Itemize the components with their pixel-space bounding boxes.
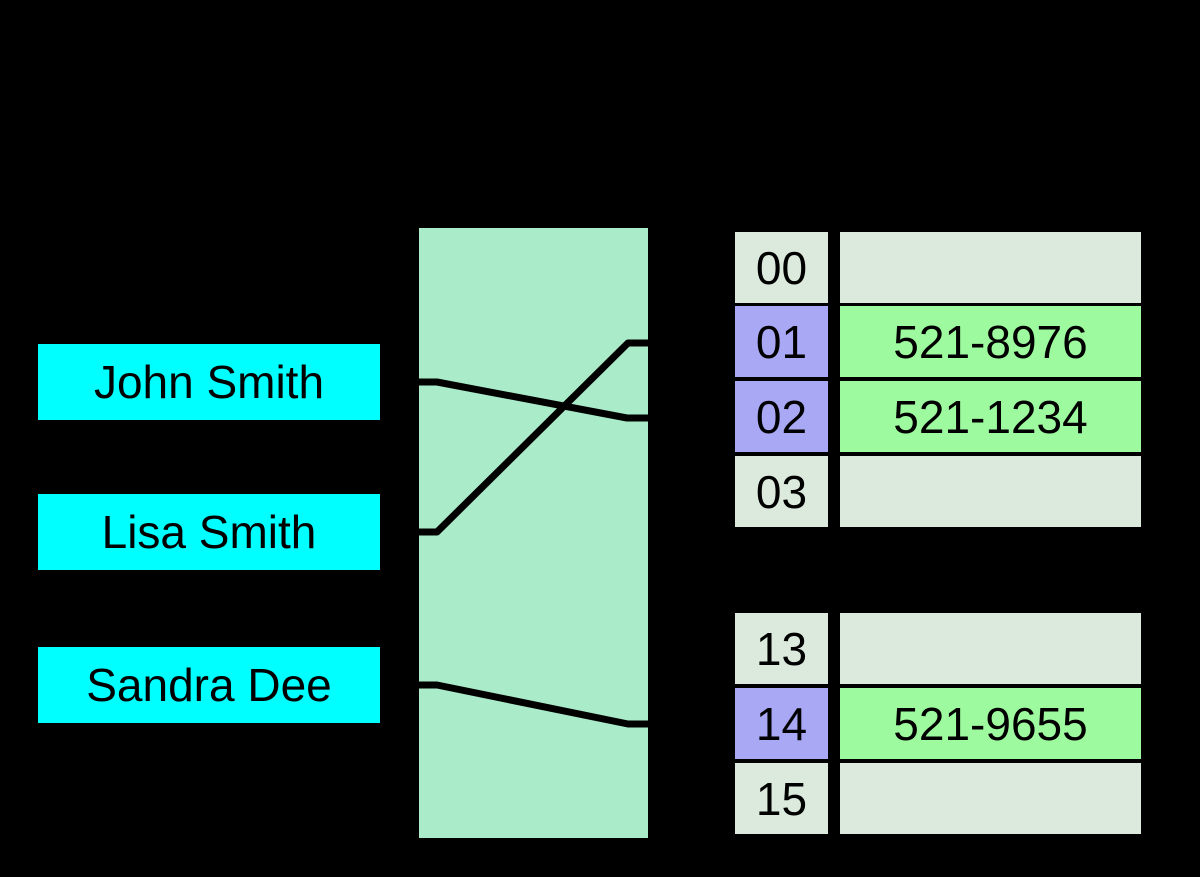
hash-function-box <box>419 228 648 838</box>
bucket-value-14: 521-9655 <box>840 688 1141 759</box>
bucket-index-label: 01 <box>755 315 808 368</box>
bucket-value-15 <box>840 763 1141 834</box>
key-label: Sandra Dee <box>86 659 332 711</box>
bucket-index-label: 00 <box>755 241 808 294</box>
key-box-john-smith: John Smith <box>38 344 380 420</box>
bucket-index-02: 02 <box>735 381 828 452</box>
bucket-index-00: 00 <box>735 232 828 303</box>
bucket-index-label: 02 <box>755 390 808 443</box>
bucket-index-13: 13 <box>735 613 828 684</box>
bucket-index-label: 03 <box>755 465 808 518</box>
bucket-value-00 <box>840 232 1141 303</box>
bucket-value-label: 521-9655 <box>893 697 1088 750</box>
key-box-lisa-smith: Lisa Smith <box>38 494 380 570</box>
bucket-value-02: 521-1234 <box>840 381 1141 452</box>
bucket-index-15: 15 <box>735 763 828 834</box>
bucket-index-14: 14 <box>735 688 828 759</box>
bucket-index-label: 13 <box>755 622 808 675</box>
bucket-index-label: 14 <box>755 697 808 750</box>
key-label: John Smith <box>93 356 325 408</box>
bucket-index-01: 01 <box>735 306 828 377</box>
key-label: Lisa Smith <box>101 506 317 558</box>
key-box-sandra-dee: Sandra Dee <box>38 647 380 723</box>
bucket-value-label: 521-1234 <box>893 390 1088 443</box>
bucket-index-03: 03 <box>735 456 828 527</box>
bucket-value-01: 521-8976 <box>840 306 1141 377</box>
bucket-value-13 <box>840 613 1141 684</box>
bucket-value-label: 521-8976 <box>893 315 1088 368</box>
bucket-value-03 <box>840 456 1141 527</box>
bucket-index-label: 15 <box>755 772 808 825</box>
